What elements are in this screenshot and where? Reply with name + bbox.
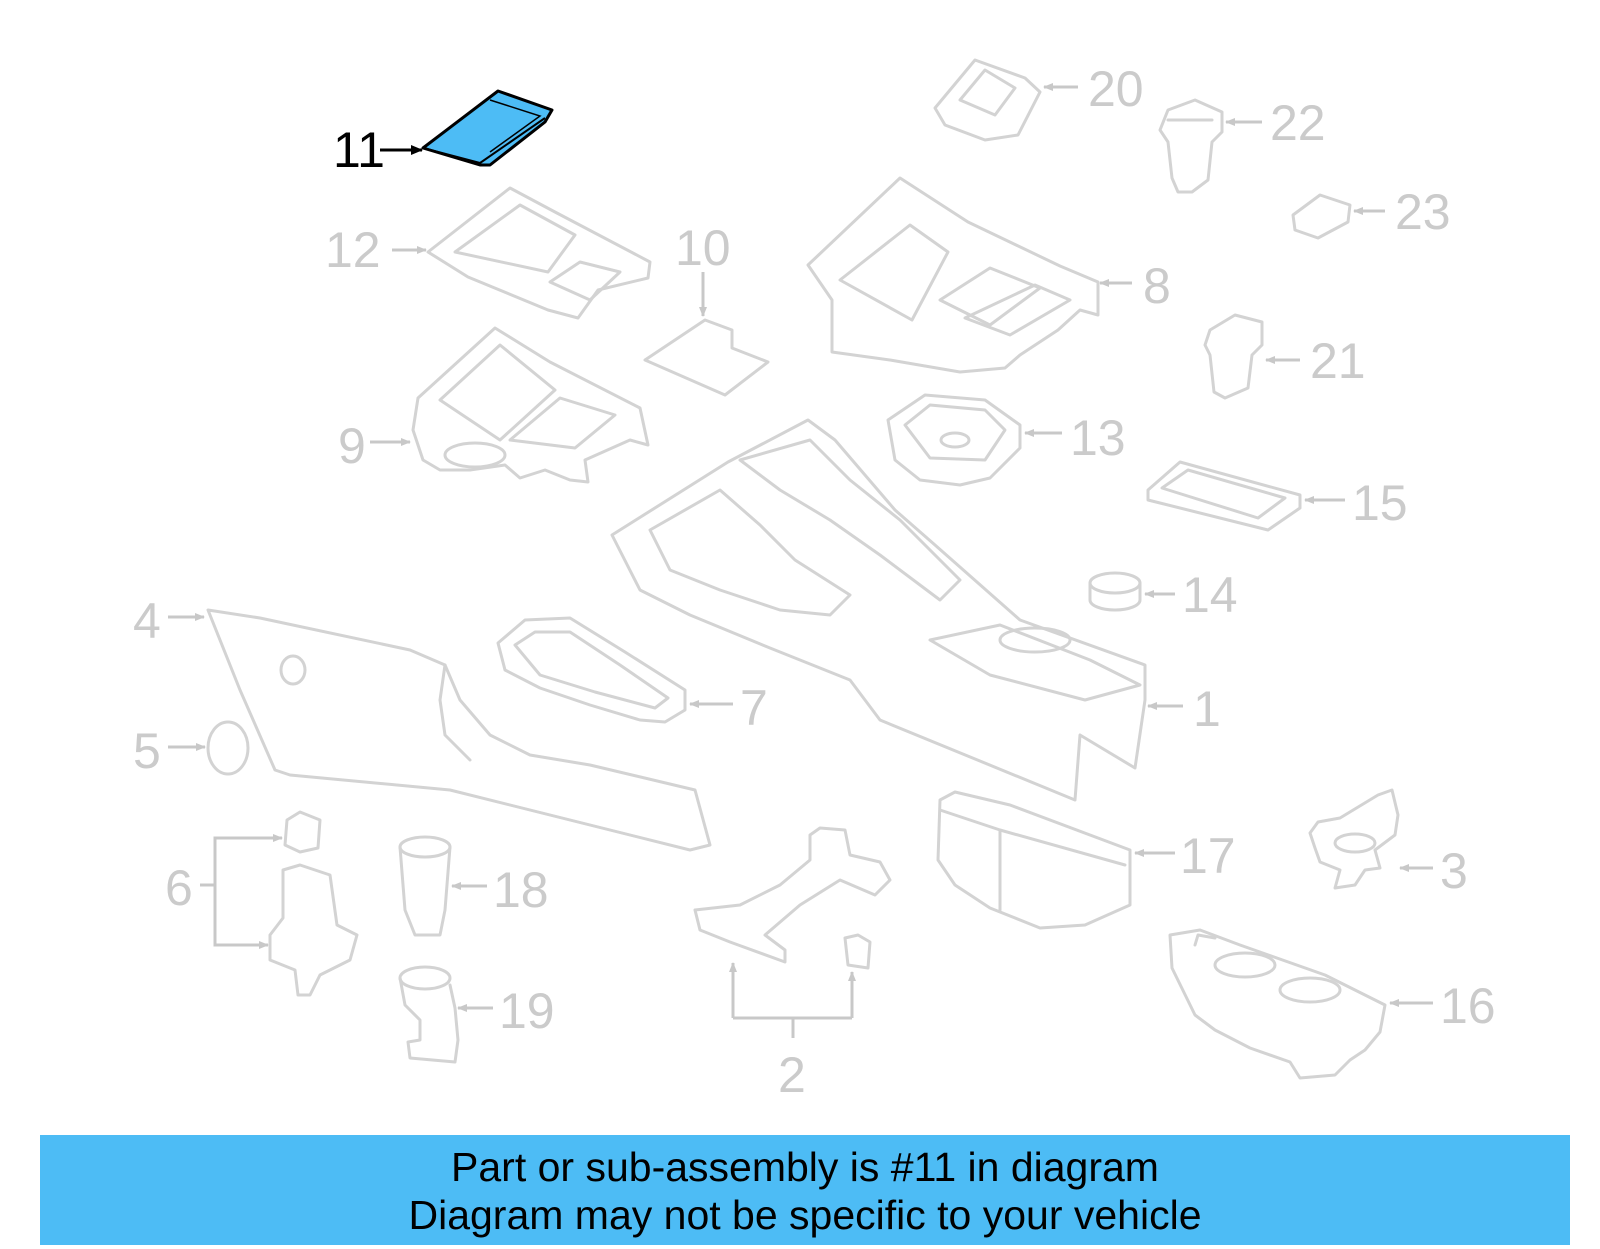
callout-11[interactable]: 11 <box>333 122 385 178</box>
part-17[interactable] <box>936 790 1132 930</box>
part-15[interactable] <box>1146 460 1302 532</box>
part-1[interactable] <box>610 418 1147 802</box>
callout-12: 12 <box>325 222 381 278</box>
callout-15: 15 <box>1352 475 1408 531</box>
callout-8: 8 <box>1143 258 1171 314</box>
callout-4: 4 <box>133 593 161 649</box>
callout-23: 23 <box>1395 184 1451 240</box>
banner-line-2: Diagram may not be specific to your vehi… <box>408 1192 1202 1238</box>
callout-20: 20 <box>1088 61 1144 117</box>
callout-21: 21 <box>1310 333 1366 389</box>
part-4[interactable] <box>206 608 712 852</box>
callout-13: 13 <box>1070 410 1126 466</box>
callout-3: 3 <box>1440 843 1468 899</box>
callout-6: 6 <box>165 860 193 916</box>
callout-18: 18 <box>493 862 549 918</box>
part-12[interactable] <box>426 186 652 320</box>
part-9[interactable] <box>411 326 650 484</box>
part-3[interactable] <box>1308 788 1400 890</box>
banner-line-1: Part or sub-assembly is #11 in diagram <box>451 1144 1159 1190</box>
part-6[interactable] <box>268 810 359 997</box>
part-8[interactable] <box>806 176 1100 374</box>
callout-17: 17 <box>1180 828 1236 884</box>
callout-1: 1 <box>1193 681 1221 737</box>
part-20[interactable] <box>933 58 1042 142</box>
callout-14: 14 <box>1182 567 1238 623</box>
part-10[interactable] <box>643 318 770 397</box>
callout-5: 5 <box>133 723 161 779</box>
callout-10: 10 <box>675 220 731 276</box>
part-14[interactable] <box>1088 571 1142 612</box>
callout-2: 2 <box>778 1047 806 1103</box>
callout-16: 16 <box>1440 978 1496 1034</box>
part-7[interactable] <box>496 616 687 724</box>
part-23[interactable] <box>1291 193 1352 240</box>
part-21[interactable] <box>1203 313 1264 400</box>
part-13[interactable] <box>886 393 1022 487</box>
part-19[interactable] <box>398 965 460 1064</box>
callout-19: 19 <box>499 983 555 1039</box>
callout-22: 22 <box>1270 95 1326 151</box>
part-22[interactable] <box>1158 98 1224 194</box>
callout-7: 7 <box>740 680 768 736</box>
part-16[interactable] <box>1168 928 1387 1080</box>
part-5[interactable] <box>206 720 250 776</box>
part-2[interactable] <box>693 826 892 970</box>
part-11-highlighted[interactable] <box>421 89 554 167</box>
part-18[interactable] <box>398 835 452 937</box>
callout-9: 9 <box>338 418 366 474</box>
info-banner: Part or sub-assembly is #11 in diagram D… <box>40 1135 1570 1245</box>
